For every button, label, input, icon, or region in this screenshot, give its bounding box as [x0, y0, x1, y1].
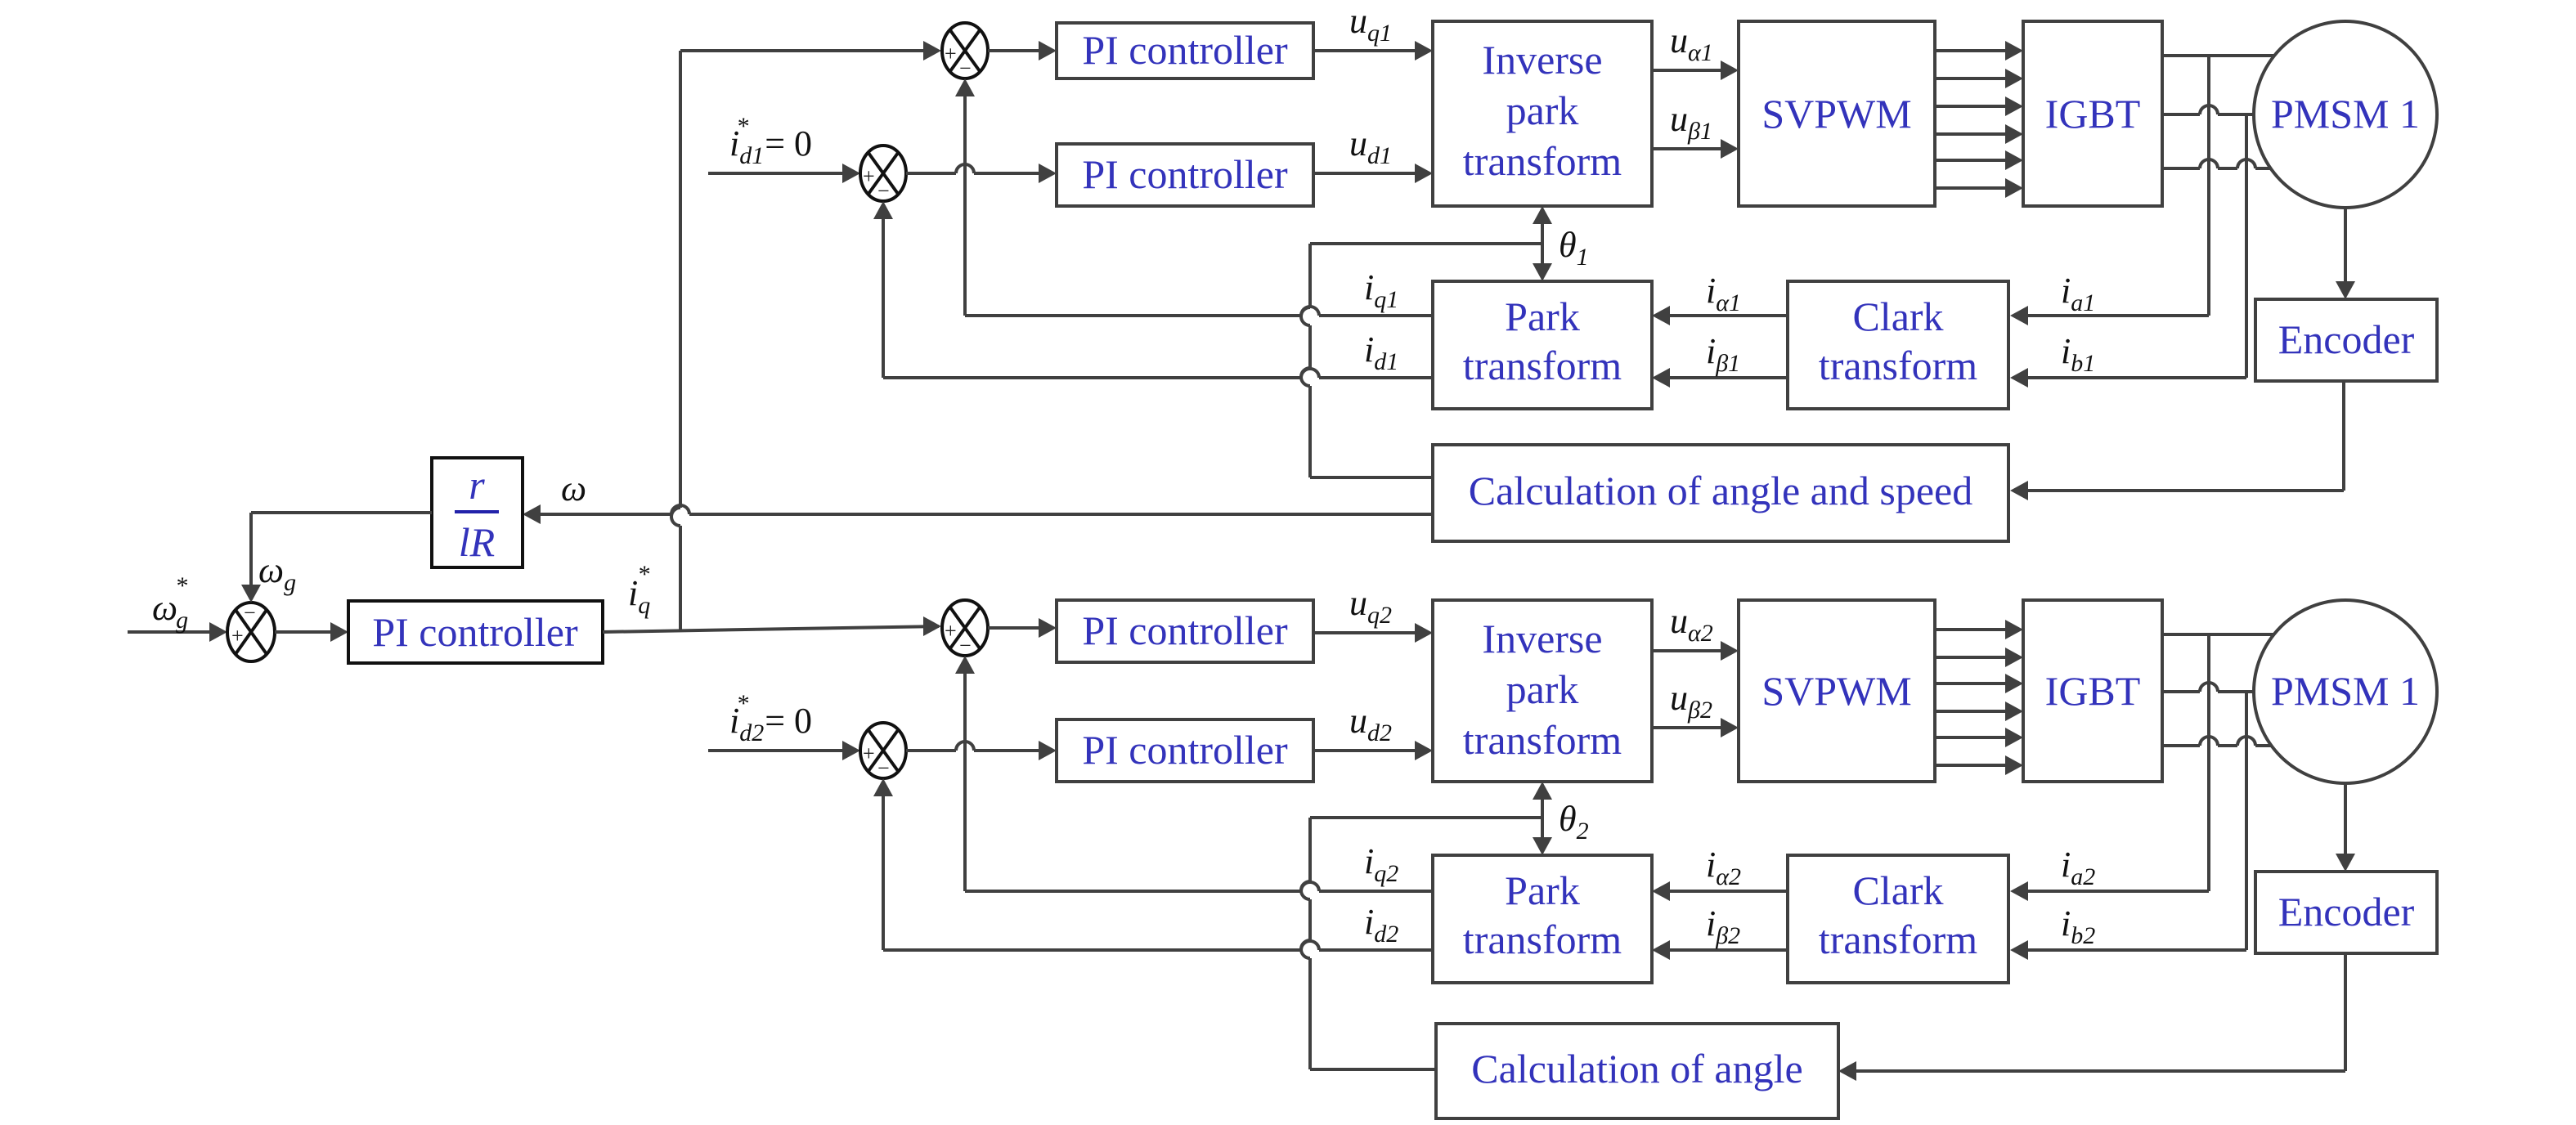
clark-line2: transform — [1819, 917, 1977, 962]
gain-denominator: lR — [459, 519, 495, 565]
park-line1: Park — [1505, 867, 1580, 913]
gain-numerator: r — [469, 462, 485, 508]
q-sum-junction: + − — [940, 21, 990, 80]
uq-label: uq2 — [1349, 583, 1392, 629]
ualpha-label: uα1 — [1670, 20, 1713, 66]
svg-text:−: − — [244, 601, 256, 625]
id-ref-label: id1*= 0 — [729, 113, 812, 169]
inverse-park-line1: Inverse — [1482, 616, 1602, 661]
id-ref-label: id2*= 0 — [729, 690, 812, 746]
calc-angle-speed — [1431, 443, 2010, 543]
pmsm-label: PMSM 1 — [2271, 668, 2420, 714]
encoder-label: Encoder — [2278, 316, 2415, 362]
speed-pi-label: PI controller — [372, 609, 578, 655]
ib-label: ib2 — [2061, 903, 2095, 949]
clark-transform — [1786, 854, 2010, 984]
iq-label: iq1 — [1364, 267, 1398, 313]
park-line2: transform — [1463, 343, 1622, 388]
ud-label: ud1 — [1349, 123, 1392, 169]
d-sum-junction: + − — [859, 144, 908, 203]
pi-q-label: PI controller — [1082, 27, 1288, 73]
pi-q-controller — [1055, 598, 1315, 664]
svpwm-label: SVPWM — [1761, 91, 1911, 137]
svpwm-label: SVPWM — [1761, 668, 1911, 714]
speed-loop: ωg* + − PI controller iq* ω — [128, 41, 1433, 665]
encoder-block — [2254, 298, 2439, 383]
q-sum-junction: + − — [940, 598, 990, 657]
ib-label: ib1 — [2061, 331, 2095, 377]
ialpha-label: iα1 — [1706, 271, 1741, 316]
park-line1: Park — [1505, 294, 1580, 339]
svg-text:−: − — [959, 634, 972, 657]
inverse-park-transform — [1431, 20, 1654, 208]
svg-text:+: + — [863, 742, 875, 765]
svg-text:−: − — [877, 179, 890, 203]
svg-text:+: + — [863, 164, 875, 188]
pi-q-label: PI controller — [1082, 607, 1288, 653]
theta-label: θ2 — [1559, 799, 1589, 845]
igbt-block — [2022, 20, 2164, 208]
ubeta-label: uβ1 — [1670, 99, 1712, 145]
ia-label: ia2 — [2061, 845, 2095, 890]
ia-label: ia1 — [2061, 271, 2095, 316]
ibeta-label: iβ1 — [1706, 331, 1740, 377]
motor-2-control-loop: + − PI controller uq2 id2*= 0 + − PI con… — [708, 583, 2439, 1120]
pwm-signals — [1935, 620, 2023, 775]
inverse-park-line3: transform — [1463, 138, 1622, 184]
clark-line1: Clark — [1852, 294, 1943, 339]
pi-d-controller — [1055, 142, 1315, 208]
clark-transform — [1786, 280, 2010, 410]
ialpha-label: iα2 — [1706, 845, 1741, 890]
svg-text:−: − — [877, 756, 890, 780]
calc-label: Calculation of angle and speed — [1469, 468, 1972, 513]
speed-ref-label: ωg* — [152, 572, 188, 634]
clark-line1: Clark — [1852, 867, 1943, 913]
park-line2: transform — [1463, 917, 1622, 962]
inverse-park-line2: park — [1506, 666, 1579, 712]
ud-label: ud2 — [1349, 701, 1392, 746]
clark-line2: transform — [1819, 343, 1977, 388]
iq-ref-label: iq* — [628, 561, 650, 619]
motor-1-control-loop: + − PI controller uq1 id1*= 0 + − PI con… — [708, 1, 2439, 543]
svg-text:+: + — [945, 42, 957, 65]
gain-block: r lR — [430, 456, 524, 569]
inverse-park-line1: Inverse — [1482, 37, 1602, 83]
encoder-label: Encoder — [2278, 889, 2415, 935]
pi-d-label: PI controller — [1082, 151, 1288, 197]
iq-label: iq2 — [1364, 841, 1398, 887]
calc-label: Calculation of angle — [1471, 1046, 1802, 1091]
igbt-label: IGBT — [2045, 91, 2141, 137]
speed-fb-label: ωg — [258, 550, 296, 596]
svg-text:−: − — [959, 56, 972, 80]
svg-text:+: + — [231, 624, 244, 648]
svg-text:+: + — [945, 619, 957, 643]
park-transform — [1431, 854, 1654, 984]
pi-d-label: PI controller — [1082, 727, 1288, 773]
calc-angle — [1434, 1022, 1840, 1120]
svpwm-block — [1737, 20, 1936, 208]
uq-label: uq1 — [1349, 1, 1392, 47]
igbt-label: IGBT — [2045, 668, 2141, 714]
d-sum-junction: + − — [859, 721, 908, 780]
pwm-signals — [1935, 41, 2023, 198]
inverse-park-line2: park — [1506, 87, 1579, 133]
speed-sum-junction: + − — [226, 601, 276, 663]
ibeta-label: iβ2 — [1706, 903, 1740, 949]
theta-label: θ1 — [1559, 225, 1589, 271]
pmsm-label: PMSM 1 — [2271, 91, 2420, 137]
phase-lines — [2162, 54, 2291, 378]
id-label: id2 — [1364, 902, 1398, 948]
id-label: id1 — [1364, 329, 1398, 375]
omega-label: ω — [561, 468, 586, 509]
speed-pi-controller — [347, 599, 604, 665]
inverse-park-line3: transform — [1463, 717, 1622, 763]
encoder-block — [2254, 870, 2439, 955]
pi-d-controller — [1055, 718, 1315, 783]
ubeta-label: uβ2 — [1670, 678, 1712, 724]
svpwm-block — [1737, 598, 1936, 783]
phase-lines — [2162, 633, 2291, 950]
ualpha-label: uα2 — [1670, 601, 1713, 647]
